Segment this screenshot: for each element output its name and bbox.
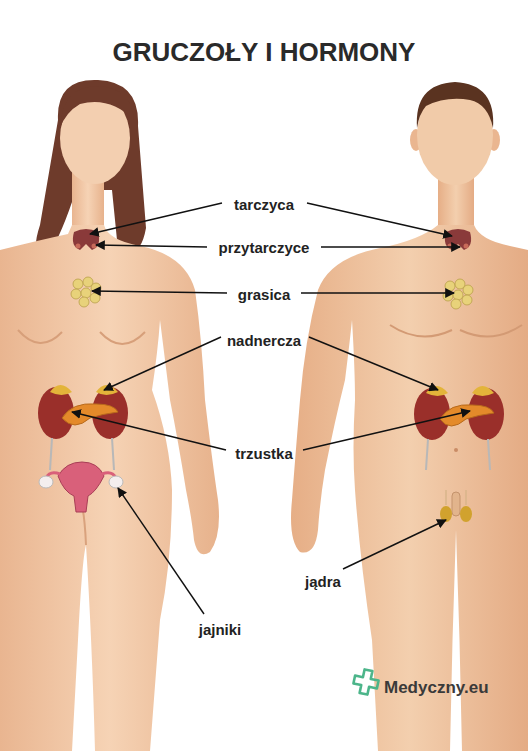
male-figure (291, 82, 528, 751)
gland-label: przytarczyce (219, 239, 310, 256)
gland-label: nadnercza (227, 332, 301, 349)
gland-label: grasica (238, 286, 291, 303)
gland-label: jądra (305, 573, 341, 590)
logo-text: Medyczny.eu (384, 678, 489, 698)
leader-lines (72, 203, 470, 614)
gland-label: tarczyca (234, 196, 294, 213)
gland-label: trzustka (235, 445, 293, 462)
logo-icon (352, 668, 380, 696)
gland-label: jajniki (199, 621, 242, 638)
title-text: GRUCZOŁY I HORMONY (113, 37, 416, 68)
female-figure (0, 80, 219, 751)
